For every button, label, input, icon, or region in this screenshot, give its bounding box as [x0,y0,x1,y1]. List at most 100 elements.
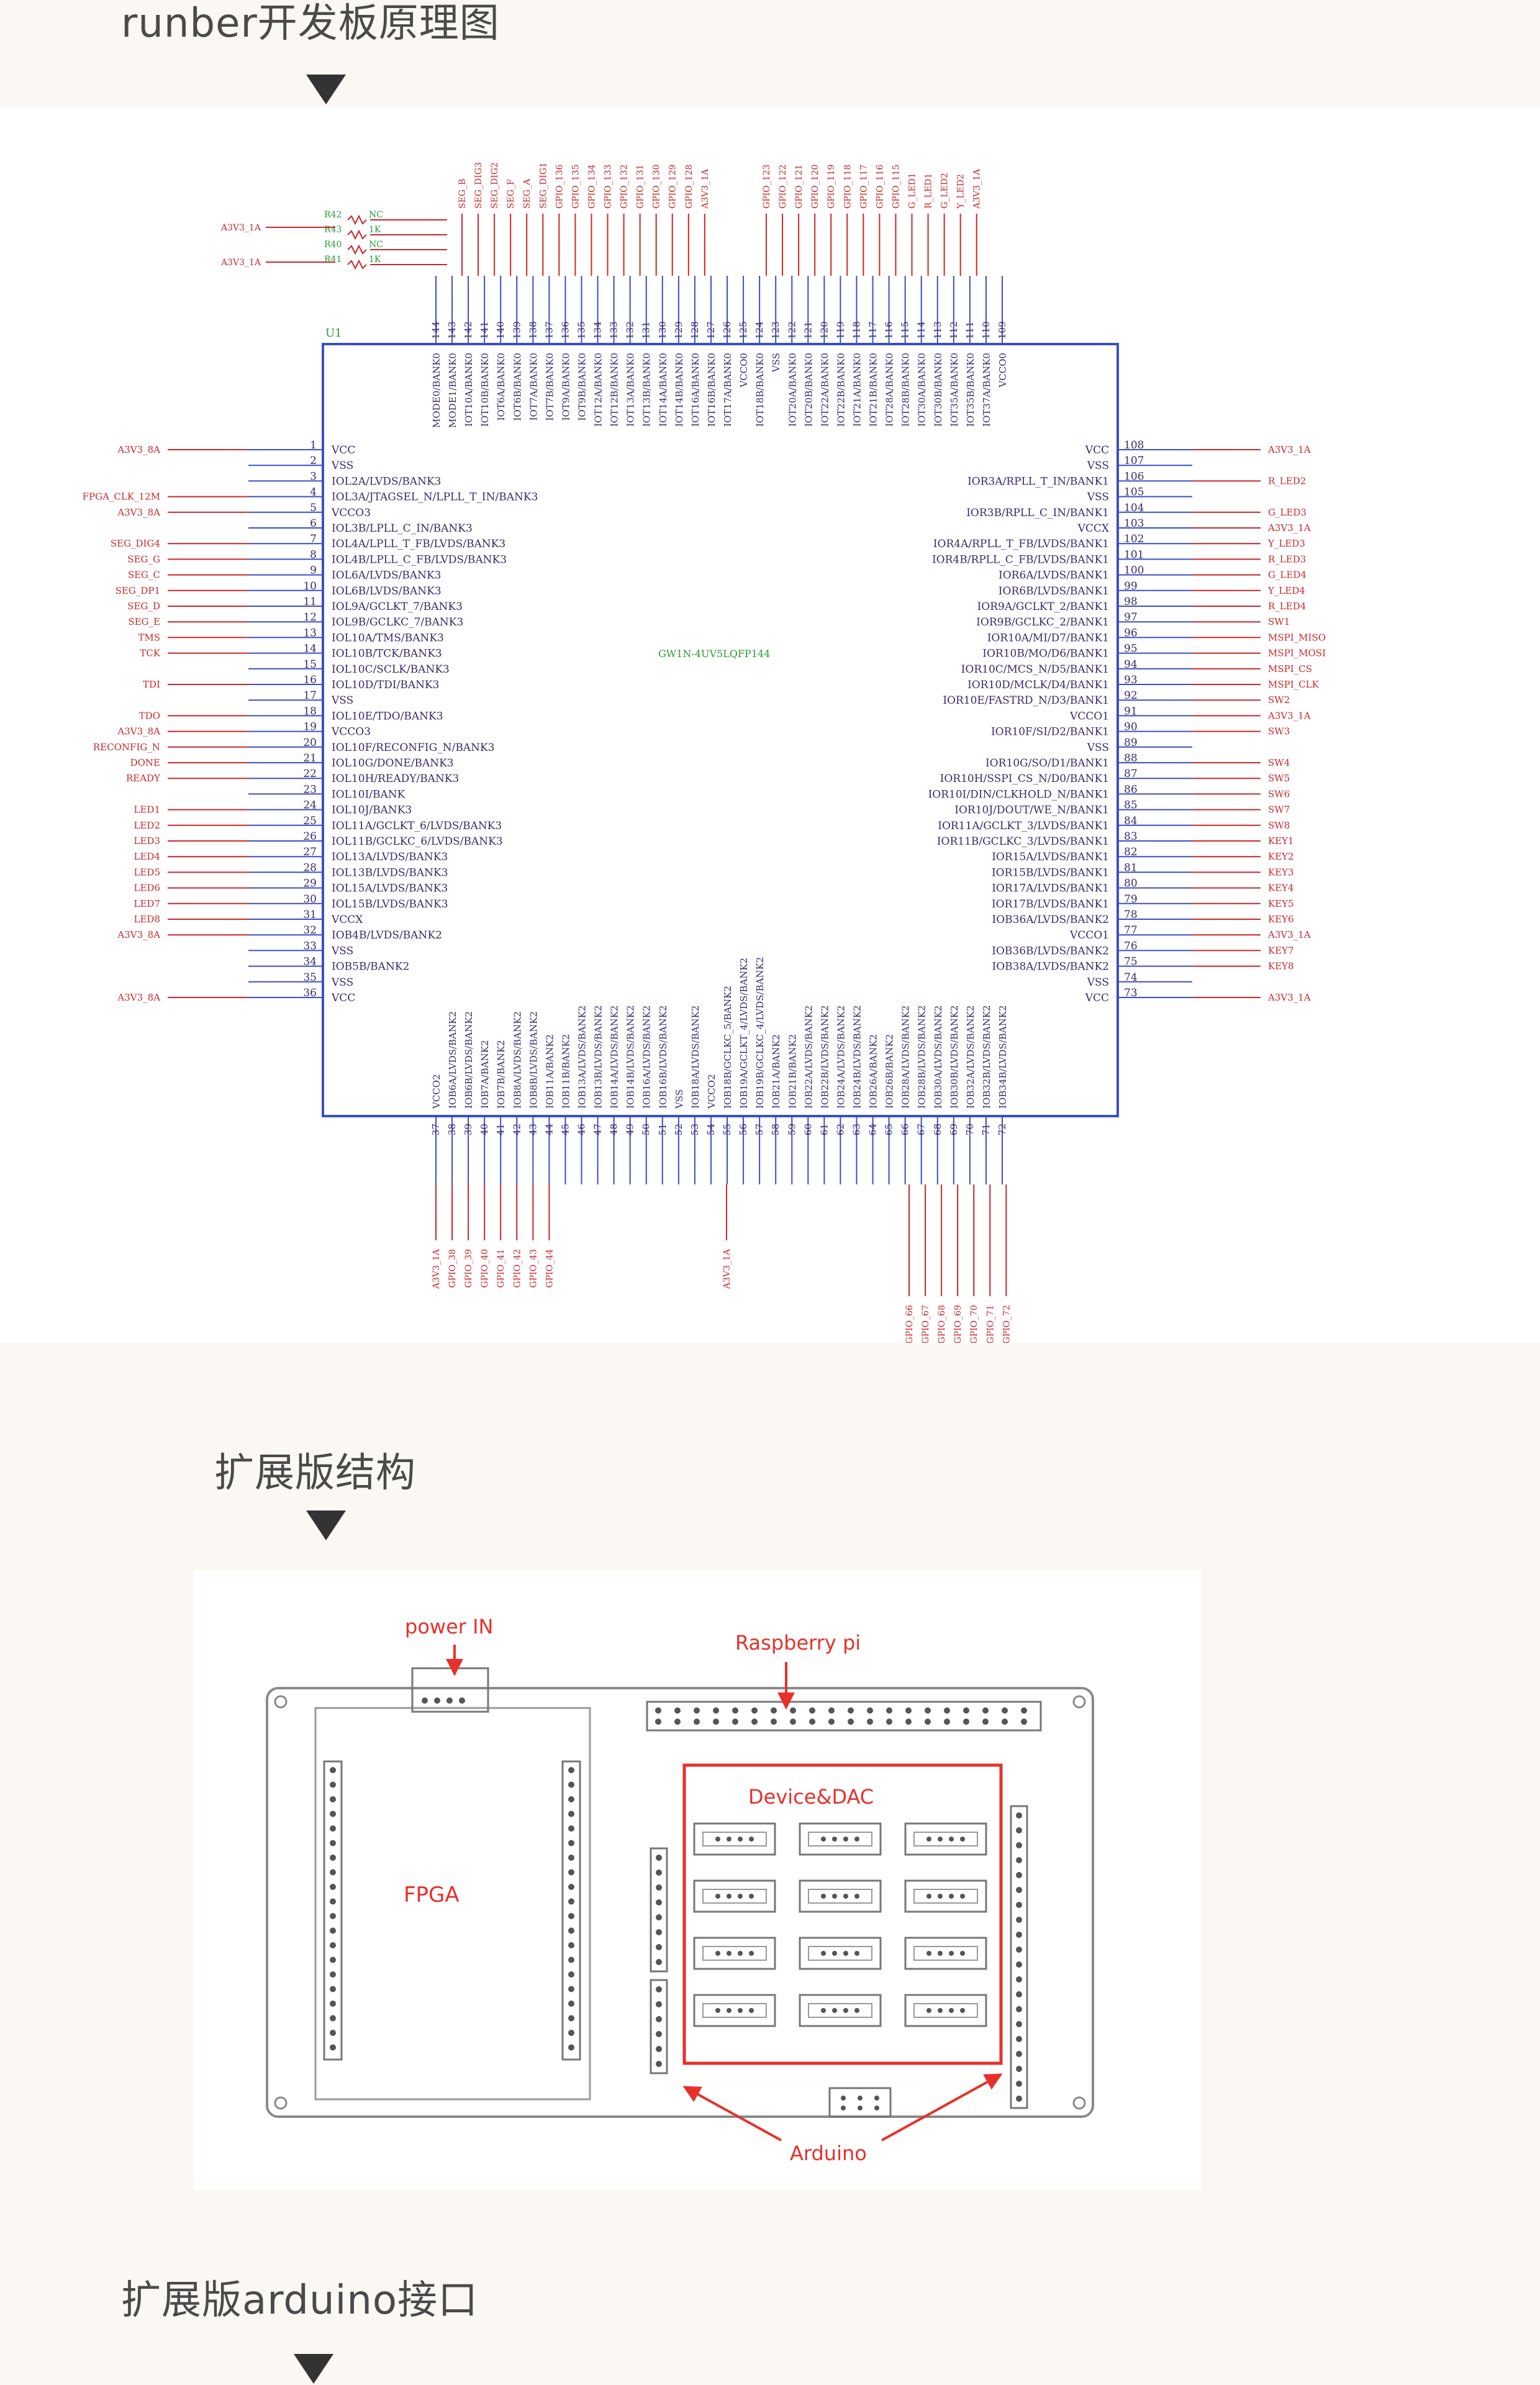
net-label: SEG_A [522,178,532,209]
module-socket [913,2003,978,2018]
pin-name: IOB38A/LVDS/BANK2 [992,961,1110,973]
header-pin [938,1894,943,1899]
resistor-symbol [347,259,367,270]
arrow-down-icon [306,1510,346,1540]
header-pin [674,1707,681,1714]
module-socket [702,1946,767,1961]
pin-name: VSS [1087,460,1109,472]
arrow-down-icon [306,75,346,104]
device-module [693,1937,776,1970]
net-label: GPIO_123 [762,165,772,209]
net-label: SW7 [1268,804,1290,815]
header-pin [1016,1872,1022,1878]
pin-name: IOB8B/LVDS/BANK2 [528,1011,539,1109]
net-label: SEG_B [458,179,468,209]
pin-name: IOT17A/BANK0 [722,353,733,427]
header-pin [854,1951,859,1956]
header-pin [568,2001,574,2007]
pin-name: IOT35A/BANK0 [949,353,960,427]
section-title-expansion: 扩展版结构 [214,1450,416,1496]
net-label: KEY7 [1268,945,1294,956]
pin-name: IOB21B/BANK2 [787,1034,798,1109]
device-dac-label: Device&DAC [748,1785,874,1809]
net-label: SEG_DIG1 [538,162,548,209]
pin-number: 133 [609,321,620,339]
header-pin [832,1894,837,1899]
pin-number: 114 [916,321,927,339]
pin-number: 130 [657,321,668,339]
net-label: GPIO_44 [545,1249,555,1288]
header-pin [568,1971,574,1978]
pin-name: IOT21B/BANK0 [868,353,879,427]
pin-number: 15 [303,658,317,671]
header-pin [330,1840,336,1847]
header-pin [843,2008,848,2013]
header-pin [656,2016,662,2022]
header-pin [568,2030,574,2036]
header-pin [1016,1842,1022,1848]
header-pin [832,2008,837,2013]
header-pin [886,1719,892,1725]
device-module [799,1937,882,1970]
header-pin [821,1894,826,1899]
net-label: A3V3_1A [1267,929,1311,940]
header-pin [1016,2081,1022,2087]
header-pin [925,1719,931,1725]
section-title-arduino: 扩展版arduino接口 [121,2278,479,2324]
net-label: SW4 [1268,757,1290,768]
pin-number: 4 [310,486,317,499]
header-pin [568,1913,574,1919]
net-label: TMS [138,632,160,643]
pin-name: IOL6A/LVDS/BANK3 [332,570,441,582]
pin-number: 47 [592,1124,604,1135]
pin-name: VSS [1087,742,1109,754]
pin-name: IOB24B/LVDS/BANK2 [851,1005,863,1109]
header-pin [568,1810,574,1817]
net-label: GPIO_42 [512,1249,522,1288]
header-pin [854,1894,859,1899]
net-label: GPIO_130 [652,165,662,209]
net-label: GPIO_129 [668,165,678,209]
header-pin [568,1767,574,1773]
net-label: A3V3_1A [220,258,261,268]
header-pin [656,2001,662,2007]
header-pin [330,1986,336,1992]
header-pin [738,1951,743,1956]
pin-name: IOL3B/LPLL_C_IN/BANK3 [332,522,473,535]
net-label: A3V3_8A [117,444,160,455]
pin-number: 127 [705,321,717,339]
pin-number: 115 [900,321,911,339]
expansion-board-panel: FPGA power IN Raspberry pi Device&DAC Ar… [194,1570,1201,2190]
pin-number: 56 [738,1124,749,1135]
arrow-down-icon [294,2354,333,2384]
header-pin [727,2008,732,2013]
header-pin [330,1855,336,1861]
pin-number: 82 [1124,846,1138,858]
net-label: SW5 [1268,773,1290,784]
pin-number: 50 [641,1124,652,1135]
pin-name: IOB28A/LVDS/BANK2 [900,1006,912,1109]
icsp-header [828,2087,892,2118]
pin-name: IOB32A/LVDS/BANK2 [965,1006,976,1109]
pin-number: 104 [1124,502,1144,514]
net-label: GPIO_67 [921,1305,931,1343]
device-dac-modules [693,1822,987,2027]
pin-name: VCCO3 [331,726,371,738]
header-pin [963,1719,969,1725]
pin-name: IOB26B/BANK2 [884,1034,895,1109]
header-pin [854,1837,859,1842]
pin-name: IOR10D/MCLK/D4/BANK1 [967,679,1109,691]
pin-number: 27 [303,846,317,858]
pin-number: 57 [754,1124,765,1135]
header-pin [1016,2006,1022,2012]
pin-name: IOL3A/JTAGSEL_N/LPLL_T_IN/BANK3 [332,491,538,504]
pin-number: 59 [786,1124,797,1135]
pin-number: 49 [625,1124,636,1135]
pin-number: 10 [303,580,317,593]
net-label: SEG_G [127,553,160,565]
pin-number: 144 [430,321,442,339]
header-pin [568,1825,574,1832]
header-pin [809,1719,815,1725]
header-pin [715,1951,720,1956]
header-pin [1016,1947,1022,1953]
